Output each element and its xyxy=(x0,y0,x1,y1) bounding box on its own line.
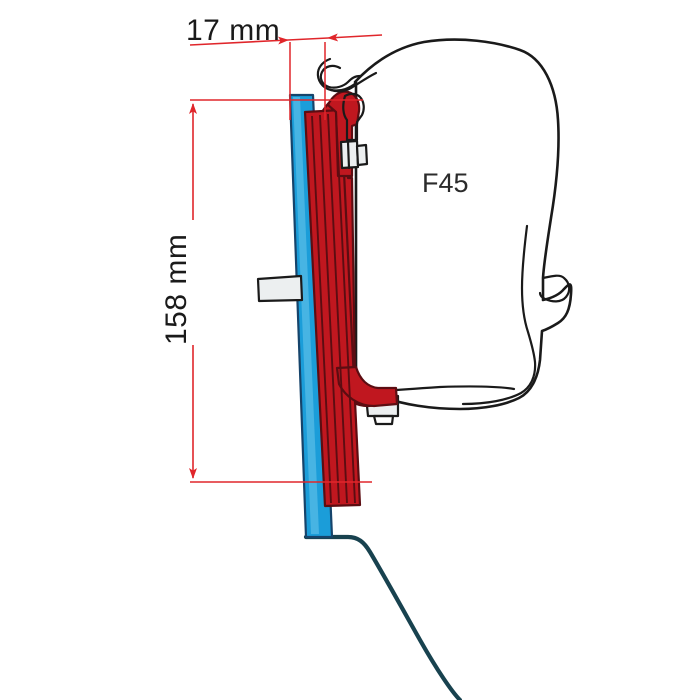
case-latch-notch-icon xyxy=(538,274,571,303)
upper-mount-plate-group xyxy=(342,92,365,142)
case-inner-contour xyxy=(461,224,537,406)
vertical-dimension-group: 158 mm xyxy=(160,99,372,483)
rail-mounting-tab xyxy=(256,274,304,303)
awning-model-label: F45 xyxy=(422,168,469,198)
bracket-rib-lines xyxy=(311,112,356,504)
dim-line-17mm-left xyxy=(189,36,289,46)
awning-case-outline xyxy=(353,38,573,411)
bolt-fastener-lower-shank xyxy=(372,414,395,426)
upper-bolt-group xyxy=(339,139,369,170)
vehicle-wall-profile xyxy=(303,534,463,700)
rail-tab-group xyxy=(256,274,304,303)
adapter-bracket-rail xyxy=(303,108,362,508)
adapter-bracket-group xyxy=(303,90,399,508)
upper-mount-plate xyxy=(342,92,365,142)
hook-clip-connector xyxy=(329,71,378,93)
hook-clip-group xyxy=(316,57,378,93)
adapter-bracket-lower-arm xyxy=(335,365,399,408)
awning-case-group xyxy=(353,38,573,411)
dimension-label-17mm: 17 mm xyxy=(186,14,280,47)
wall-rail-highlight xyxy=(293,97,319,534)
dimension-label-158mm: 158 mm xyxy=(160,234,193,345)
dim-line-17mm-right xyxy=(327,33,383,42)
hook-clip-tail xyxy=(316,57,358,92)
horizontal-dimension-group: 17 mm xyxy=(186,14,383,120)
dim-line-17mm-span xyxy=(287,37,329,41)
bolt-fastener-upper-head xyxy=(355,143,369,167)
hook-clip-icon xyxy=(319,64,362,89)
bolt-fastener-upper-thread xyxy=(346,140,351,170)
